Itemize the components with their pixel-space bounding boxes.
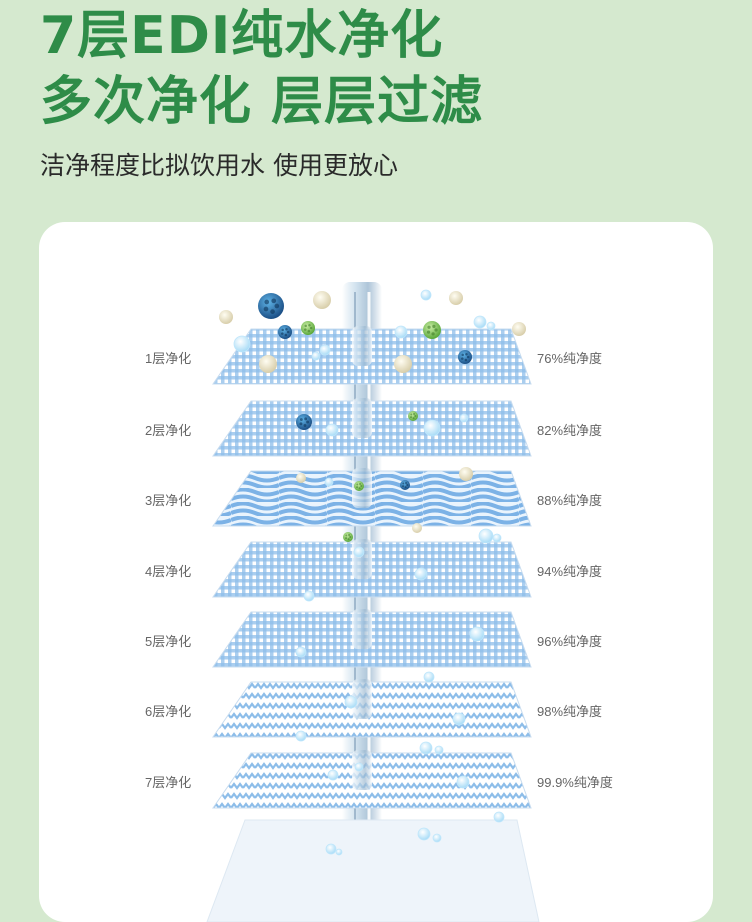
layer-label-4: 4层净化	[145, 564, 192, 579]
water-stream-segment	[352, 539, 372, 579]
impurity-particle-icon	[458, 350, 472, 364]
water-bubble-icon	[354, 762, 364, 772]
water-bubble-icon	[420, 289, 432, 301]
water-bubble-icon	[319, 344, 331, 356]
impurity-particle-icon	[394, 355, 412, 373]
water-bubble-icon	[344, 695, 358, 709]
impurity-particle-icon	[301, 321, 315, 335]
water-bubble-icon	[478, 528, 494, 544]
impurity-particle-icon	[343, 532, 353, 542]
water-bubble-icon	[459, 413, 469, 423]
water-bubble-icon	[492, 533, 502, 543]
impurity-particle-icon	[512, 322, 526, 336]
water-bubble-icon	[325, 423, 339, 437]
layer-purity-5: 96%纯净度	[537, 634, 603, 649]
impurity-particle-icon	[400, 480, 410, 490]
layer-purity-1: 76%纯净度	[537, 351, 603, 366]
layer-label-5: 5层净化	[145, 634, 192, 649]
impurity-particle-icon	[219, 310, 233, 324]
layer-purity-7: 99.9%纯净度	[537, 775, 613, 790]
layer-label-1: 1层净化	[145, 351, 192, 366]
water-stream-segment	[352, 609, 372, 649]
impurity-particle-icon	[408, 411, 418, 421]
impurity-particle-icon	[354, 481, 364, 491]
water-bubble-icon	[233, 335, 251, 353]
water-bubble-icon	[335, 848, 343, 856]
water-bubble-icon	[353, 546, 365, 558]
subtitle: 洁净程度比拟饮用水 使用更放心	[40, 151, 398, 180]
water-stream-segment	[352, 398, 372, 438]
layer-purity-6: 98%纯净度	[537, 704, 603, 719]
water-bubble-icon	[295, 730, 307, 742]
impurity-particle-icon	[313, 291, 331, 309]
water-stream-segment	[352, 326, 372, 366]
water-stream-segment	[352, 679, 372, 719]
water-bubble-icon	[414, 567, 428, 581]
layer-label-2: 2层净化	[145, 423, 192, 438]
water-bubble-icon	[394, 325, 408, 339]
impurity-particle-icon	[278, 325, 292, 339]
water-bubble-icon	[295, 646, 307, 658]
water-bubble-icon	[469, 626, 485, 642]
filtration-card: 1层净化 76%纯净度 2层净化 82%纯净度 3层净化 88%纯净度 4层净化 94%纯净度…	[39, 222, 713, 922]
water-bubble-icon	[327, 769, 339, 781]
headline-line-1: 7层EDI纯水净化	[40, 6, 444, 66]
filtration-illustration	[206, 282, 540, 922]
impurity-particle-icon	[296, 414, 312, 430]
water-bubble-icon	[311, 351, 321, 361]
impurity-particle-icon	[459, 467, 473, 481]
impurity-particle-icon	[259, 355, 277, 373]
water-bubble-icon	[417, 827, 431, 841]
layer-purity-2: 82%纯净度	[537, 423, 603, 438]
impurity-particle-icon	[412, 523, 422, 533]
water-bubble-icon	[423, 671, 435, 683]
impurity-particle-icon	[258, 293, 284, 319]
headline-line-2: 多次净化 层层过滤	[40, 72, 484, 132]
layer-label-3: 3层净化	[145, 493, 192, 508]
water-bubble-icon	[303, 590, 315, 602]
water-bubble-icon	[456, 775, 470, 789]
water-bubble-icon	[432, 833, 442, 843]
layer-label-6: 6层净化	[145, 704, 192, 719]
layer-label-7: 7层净化	[145, 775, 192, 790]
water-bubble-icon	[486, 321, 496, 331]
water-bubble-icon	[434, 745, 444, 755]
water-bubble-icon	[423, 419, 441, 437]
water-bubble-icon	[493, 811, 505, 823]
impurity-particle-icon	[296, 473, 306, 483]
water-bubble-icon	[324, 477, 334, 487]
water-bubble-icon	[419, 741, 433, 755]
filter-base-sheet	[206, 819, 540, 922]
water-bubble-icon	[452, 712, 466, 726]
impurity-particle-icon	[423, 321, 441, 339]
water-bubble-icon	[325, 843, 337, 855]
impurity-particle-icon	[449, 291, 463, 305]
water-bubble-icon	[473, 315, 487, 329]
layer-purity-3: 88%纯净度	[537, 493, 603, 508]
layer-purity-4: 94%纯净度	[537, 564, 603, 579]
